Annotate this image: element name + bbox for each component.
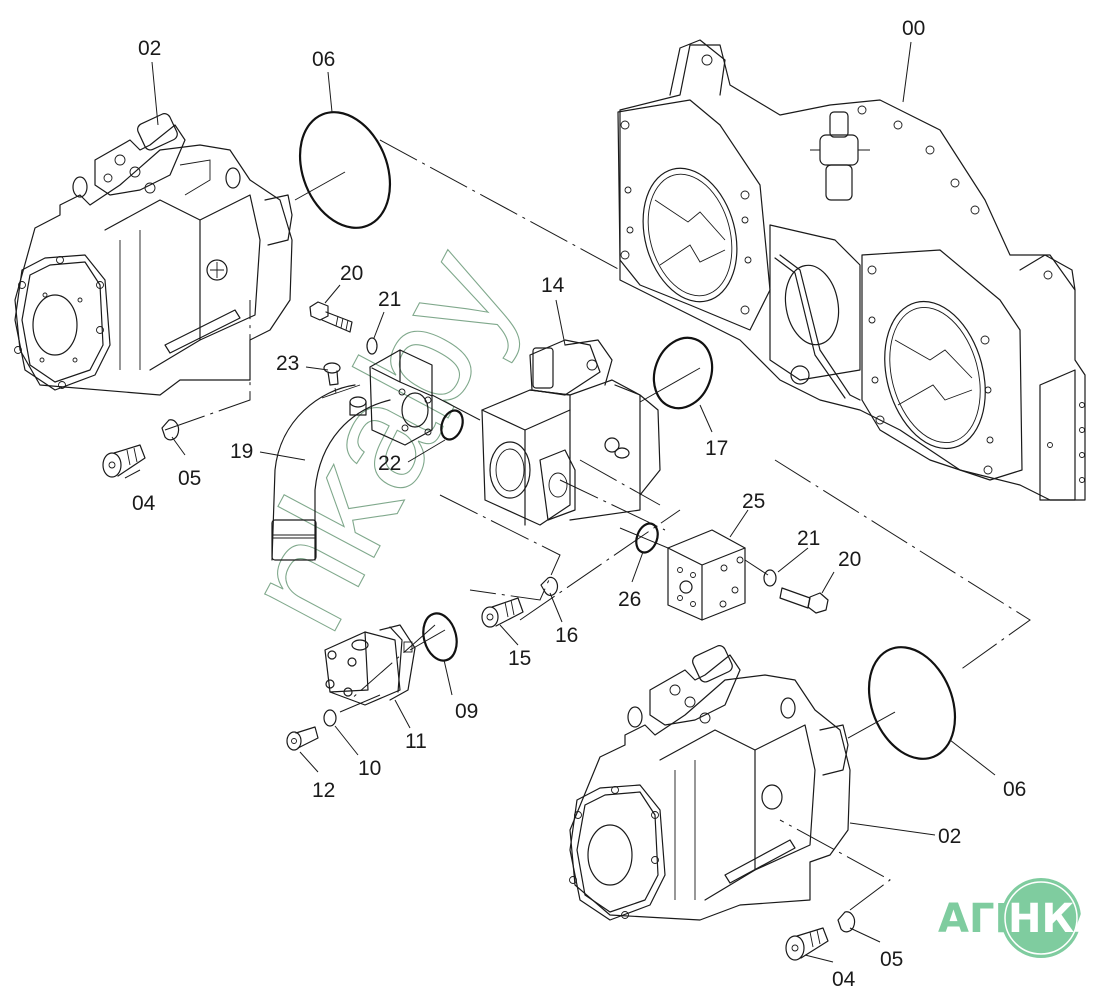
pilot-unit-14 (481, 339, 661, 526)
regulator-upper (94, 113, 211, 196)
callout-11: 11 (405, 730, 427, 753)
logo-circle (1001, 878, 1081, 958)
hose-19 (271, 384, 391, 561)
bolt-04-upper (102, 444, 146, 478)
flange-block-25 (667, 529, 746, 621)
callout-04-lower: 04 (832, 968, 856, 991)
pump-02-lower (569, 645, 851, 921)
regulator-lower (649, 645, 741, 726)
bolt-20-upper (309, 301, 353, 333)
bolt-04-lower (785, 927, 829, 961)
gearbox-00 (617, 39, 1086, 501)
gear-pump-11 (324, 624, 416, 706)
callout-04-upper: 04 (132, 492, 156, 515)
callout-labels: 00 02 06 20 21 23 14 17 19 22 04 05 25 2… (132, 17, 1026, 991)
breather-cap (810, 111, 870, 201)
callout-00: 00 (902, 17, 925, 40)
oring-26 (635, 522, 659, 554)
oring-09 (422, 612, 458, 662)
callout-leaders (124, 41, 996, 963)
bolt-12 (286, 726, 319, 751)
callout-09: 09 (455, 700, 478, 723)
callout-10: 10 (358, 757, 381, 780)
callout-25: 25 (742, 490, 765, 513)
washer-21-upper (366, 337, 378, 355)
logo-text-right: НКА (1008, 896, 1100, 942)
callout-20-upper: 20 (340, 262, 363, 285)
agronka-logo: АГРО НКА (938, 878, 1100, 958)
flange-block-hose (369, 349, 433, 446)
oring-06-upper (298, 111, 392, 229)
pump-02-upper (14, 113, 293, 396)
callout-21-lower: 21 (797, 527, 820, 550)
callout-15: 15 (508, 647, 531, 670)
washer-16 (540, 576, 559, 596)
callout-21-upper: 21 (378, 288, 401, 311)
logo-circle-ring (1004, 881, 1078, 955)
callout-22: 22 (378, 452, 401, 475)
bolt-15 (481, 597, 524, 628)
callout-26: 26 (618, 588, 641, 611)
callout-02-lower: 02 (938, 825, 961, 848)
assembly-lines (164, 139, 1031, 911)
oring-22 (440, 409, 464, 441)
callout-23: 23 (276, 352, 299, 375)
callout-14: 14 (541, 274, 565, 297)
callout-06-upper: 06 (312, 48, 335, 71)
washer-05-lower (837, 911, 856, 933)
callout-05-upper: 05 (178, 467, 201, 490)
callout-19: 19 (230, 440, 253, 463)
callout-17: 17 (705, 437, 728, 460)
bolt-20-lower (779, 587, 829, 614)
washer-05-upper (161, 419, 180, 441)
callout-16: 16 (555, 624, 578, 647)
plug-23 (323, 362, 341, 386)
washer-21-lower (763, 569, 777, 587)
washer-10 (323, 709, 337, 727)
oring-17 (652, 336, 714, 410)
callout-05-lower: 05 (880, 948, 903, 971)
callout-20-lower: 20 (838, 548, 861, 571)
oring-06-lower (867, 646, 957, 760)
callout-12: 12 (312, 779, 335, 802)
callout-02-upper: 02 (138, 37, 161, 60)
callout-06-lower: 06 (1003, 778, 1026, 801)
